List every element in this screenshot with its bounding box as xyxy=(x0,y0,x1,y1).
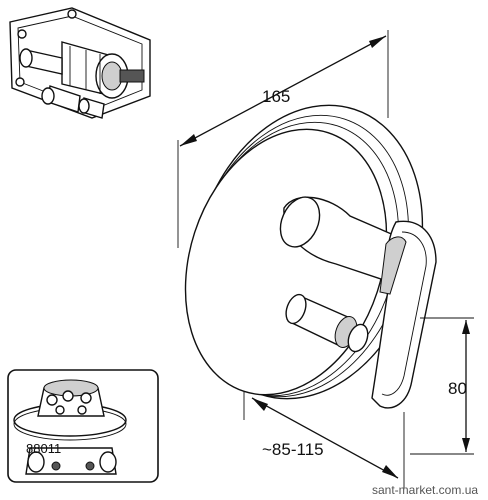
dimension-height-label: 80 xyxy=(448,379,467,398)
dimension-depth xyxy=(243,392,405,488)
dimension-diameter-label: 165 xyxy=(262,87,290,106)
dimension-height xyxy=(410,317,474,455)
diverter-knob xyxy=(285,293,369,353)
dimension-depth-label: ~85-115 xyxy=(262,440,324,459)
watermark: sant-market.com.ua xyxy=(372,483,478,497)
dimension-diameter xyxy=(177,30,389,248)
inset-box xyxy=(7,369,159,483)
valve-body-illustration xyxy=(9,7,151,119)
inset-part-number: 88011 xyxy=(26,441,61,456)
lever-handle xyxy=(279,196,437,409)
